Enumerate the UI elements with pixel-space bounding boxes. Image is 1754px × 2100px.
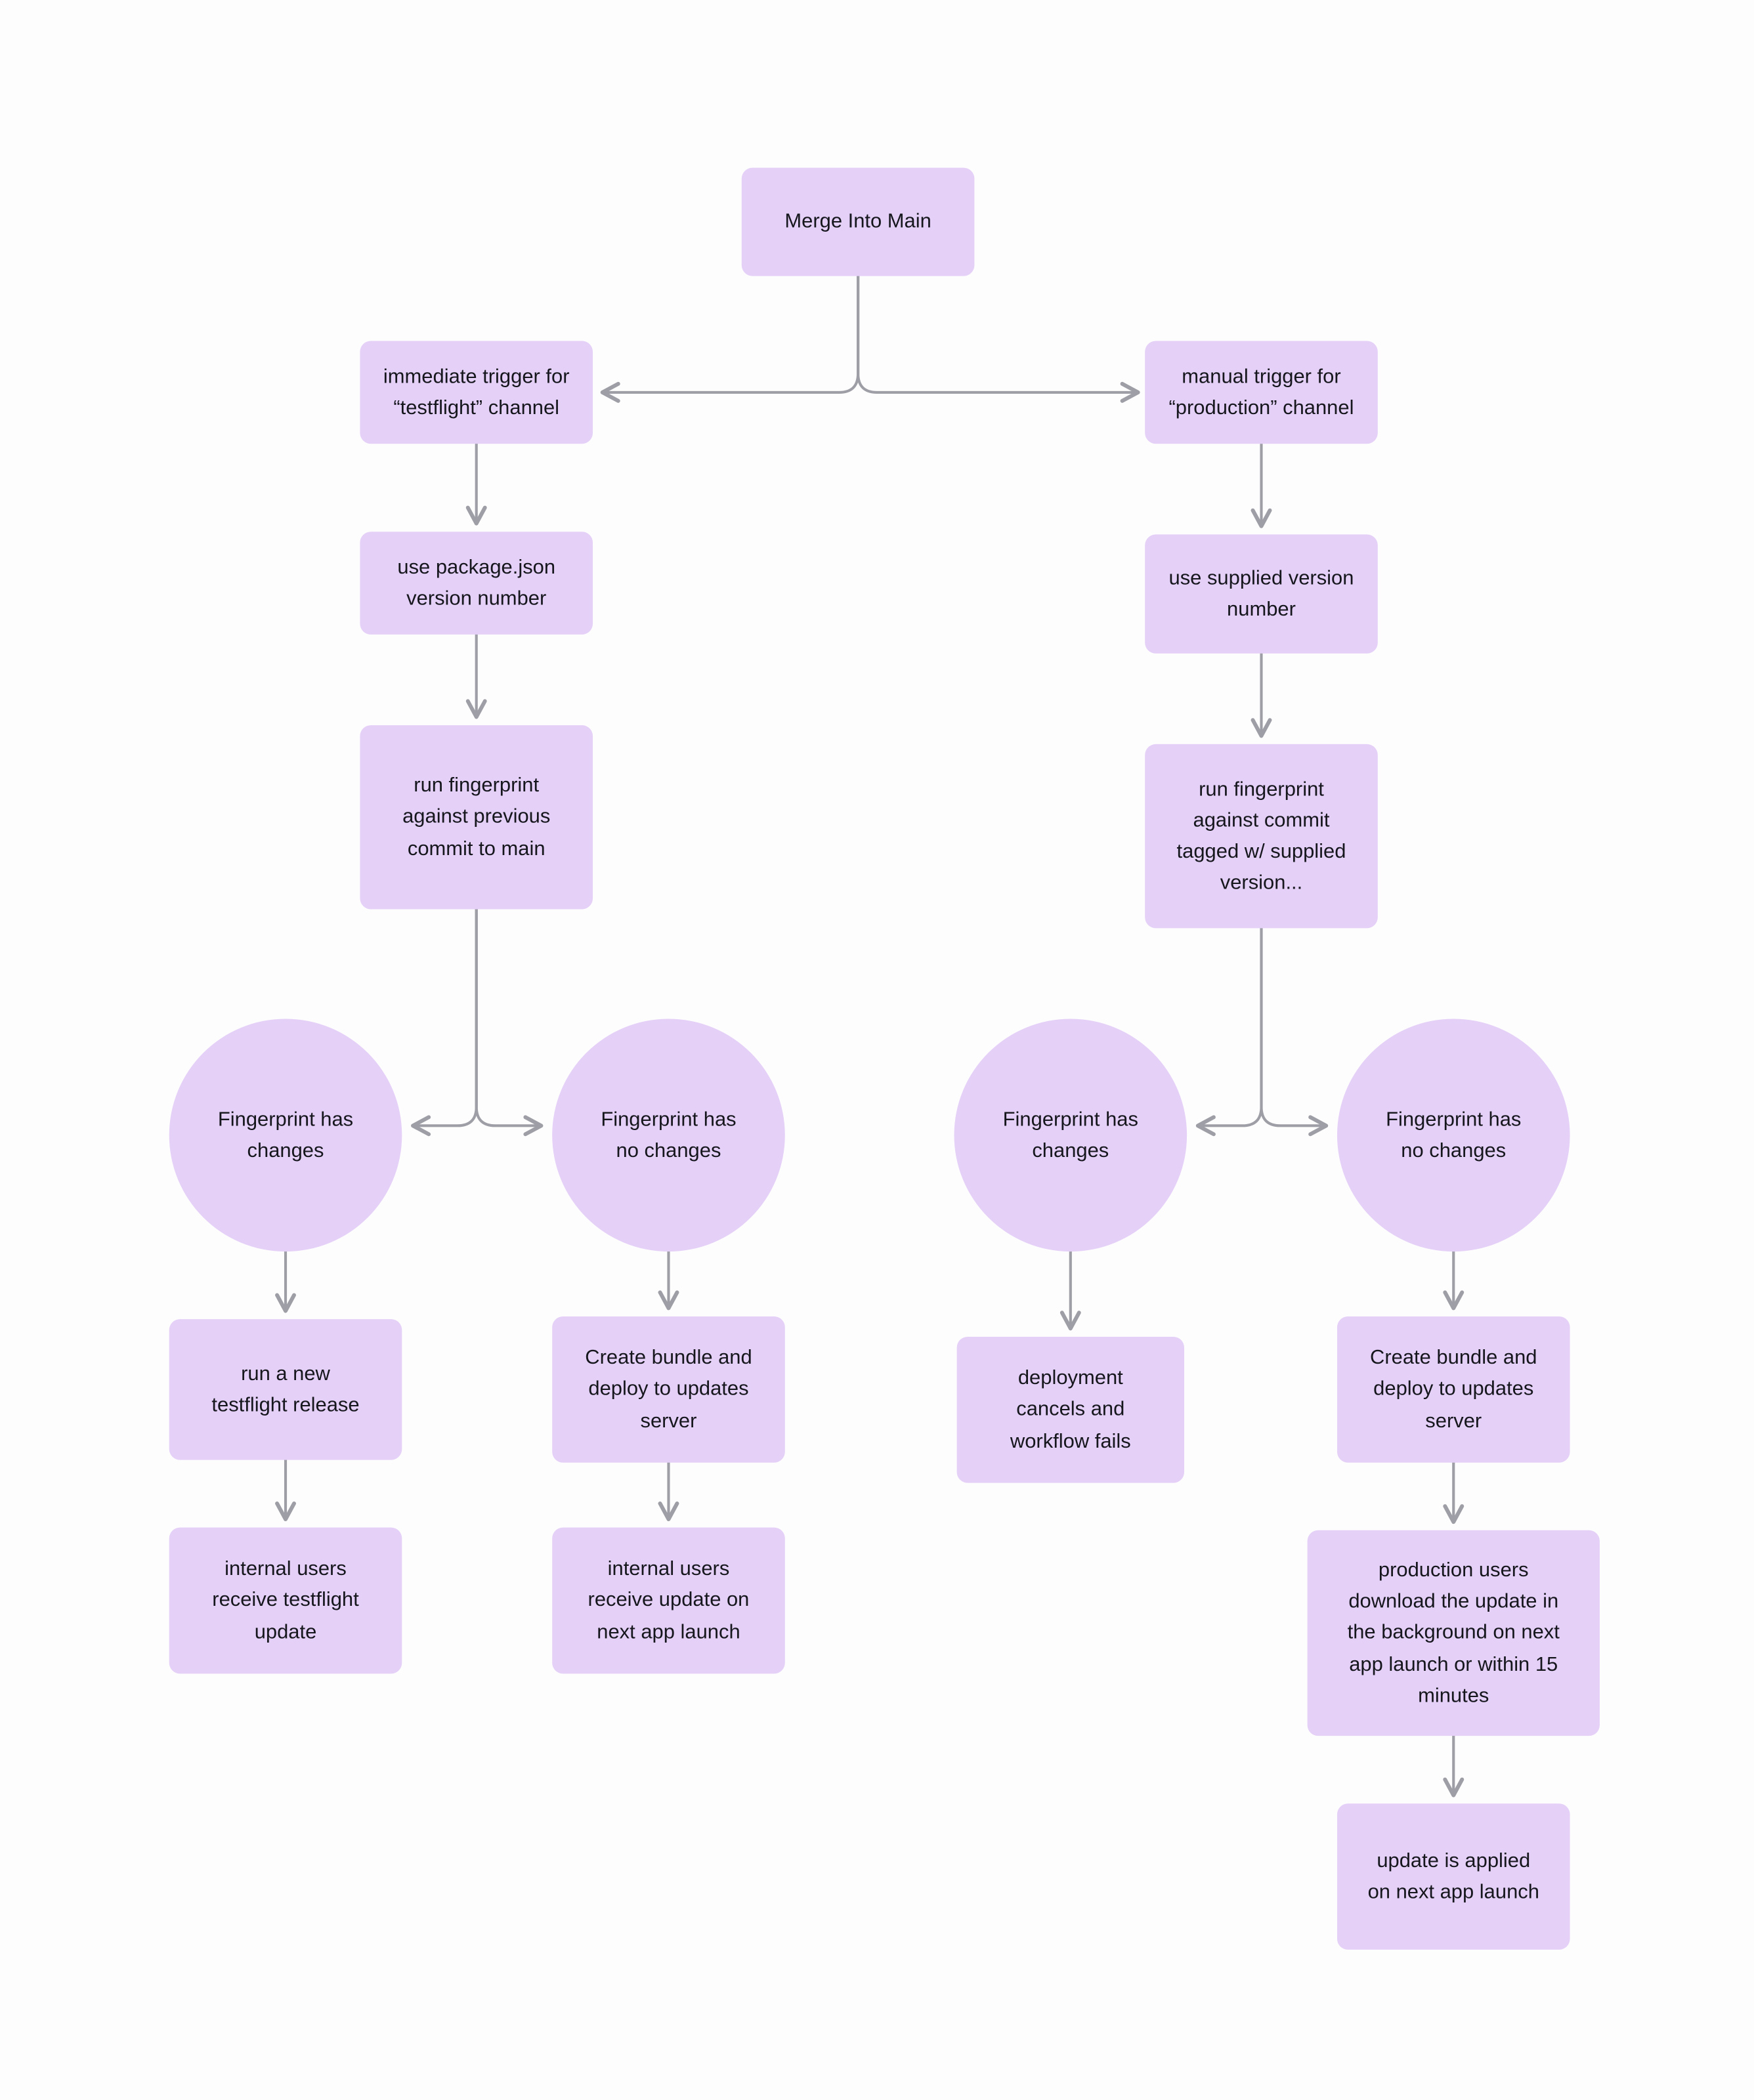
edge-fingerprint-tagged-to-changes [1195,927,1263,1137]
node-testflight-bundle: Create bundle and deploy to updates serv… [552,1316,785,1463]
node-testflight-release: run a new testflight release [169,1319,402,1460]
node-fingerprint-tagged: run fingerprint against commit tagged w/… [1145,744,1378,929]
node-testflight-trigger: immediate trigger for “testflight” chann… [360,341,593,444]
edge-merge-to-testflight-trigger [600,274,860,403]
node-supplied-version: use supplied version number [1145,534,1378,654]
node-merge-into-main-label: Merge Into Main [784,210,931,234]
node-production-trigger: manual trigger for “production” channel [1145,341,1378,444]
node-testflight-release-label: run a new testflight release [211,1362,360,1417]
node-merge-into-main: Merge Into Main [741,167,975,276]
node-testflight-fingerprint-changes: Fingerprint has changes [169,1018,402,1252]
node-production-trigger-label: manual trigger for “production” channel [1168,365,1354,420]
node-deployment-cancel-label: deployment cancels and workflow fails [1010,1366,1131,1453]
node-internal-next-launch-label: internal users receive update on next ap… [588,1557,750,1644]
node-package-version-label: use package.json version number [397,555,556,610]
node-fingerprint-previous-label: run fingerprint against previous commit … [402,774,551,860]
node-update-applied: update is applied on next app launch [1337,1803,1570,1950]
node-testflight-fingerprint-no-changes-label: Fingerprint has no changes [601,1108,737,1163]
edge-fingerprint-previous-to-no-changes [475,908,544,1137]
node-update-applied-label: update is applied on next app launch [1367,1849,1539,1904]
node-production-fingerprint-changes: Fingerprint has changes [954,1018,1187,1252]
node-testflight-trigger-label: immediate trigger for “testflight” chann… [383,365,570,420]
node-internal-testflight-update: internal users receive testflight update [169,1527,402,1674]
node-internal-next-launch: internal users receive update on next ap… [552,1527,785,1674]
node-internal-testflight-update-label: internal users receive testflight update [212,1557,359,1644]
node-fingerprint-tagged-label: run fingerprint against commit tagged w/… [1176,777,1346,895]
node-production-fingerprint-no-changes: Fingerprint has no changes [1337,1018,1570,1252]
node-production-bundle: Create bundle and deploy to updates serv… [1337,1316,1570,1463]
node-package-version: use package.json version number [360,532,593,635]
node-testflight-fingerprint-changes-label: Fingerprint has changes [217,1108,354,1163]
node-production-download: production users download the update in … [1307,1530,1600,1736]
node-fingerprint-previous: run fingerprint against previous commit … [360,725,593,910]
node-production-bundle-label: Create bundle and deploy to updates serv… [1370,1346,1537,1433]
node-production-fingerprint-changes-label: Fingerprint has changes [1002,1108,1138,1163]
edge-merge-to-production-trigger [857,274,1140,403]
node-production-fingerprint-no-changes-label: Fingerprint has no changes [1386,1108,1522,1163]
node-production-download-label: production users download the update in … [1347,1558,1560,1708]
node-testflight-fingerprint-no-changes: Fingerprint has no changes [552,1018,785,1252]
node-testflight-bundle-label: Create bundle and deploy to updates serv… [585,1346,752,1433]
edge-fingerprint-tagged-to-no-changes [1260,927,1329,1137]
node-supplied-version-label: use supplied version number [1168,566,1354,621]
edge-fingerprint-previous-to-changes [411,908,478,1137]
node-deployment-cancel: deployment cancels and workflow fails [956,1336,1184,1483]
